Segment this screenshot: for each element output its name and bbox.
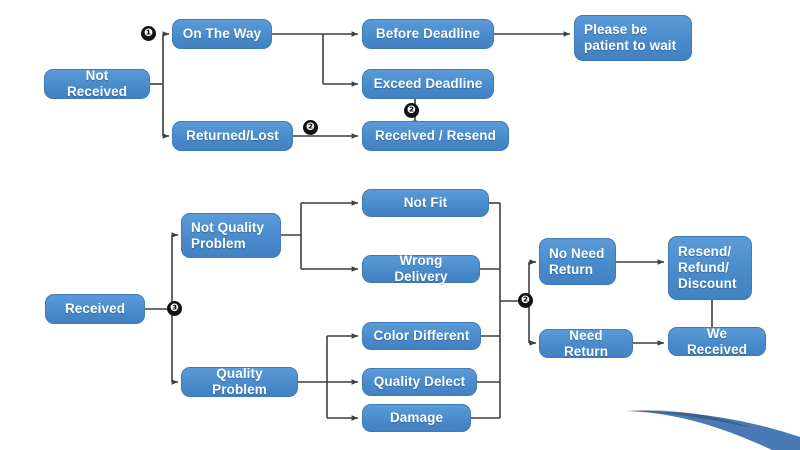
node-label: Recelved / Resend	[374, 128, 496, 144]
node-resend-refund-discount[interactable]: Resend/ Refund/ Discount	[668, 236, 752, 300]
node-label: Need Return	[563, 327, 609, 359]
node-we-received[interactable]: We Received	[668, 325, 766, 357]
node-wrong-delivery[interactable]: Wrong Delivery	[362, 253, 480, 284]
node-need-return[interactable]: Need Return	[539, 327, 633, 359]
node-label: Color Different	[373, 328, 470, 344]
step-marker-label: ❶	[144, 27, 153, 39]
node-label: Wrong Delivery	[394, 253, 448, 284]
node-not-quality-problem[interactable]: Not Quality Problem	[181, 213, 281, 258]
step-marker-label: ❷	[407, 104, 416, 116]
node-label: Not Fit	[403, 195, 448, 211]
node-label: Quality Problem	[212, 366, 267, 397]
step-marker-3: ❸	[167, 301, 182, 316]
node-received[interactable]: Received	[45, 294, 145, 324]
node-received-resend[interactable]: Recelved / Resend	[362, 121, 509, 151]
node-on-the-way[interactable]: On The Way	[172, 19, 272, 49]
node-label: Returned/Lost	[186, 128, 279, 144]
step-marker-1: ❶	[141, 26, 156, 41]
node-label: Resend/ Refund/ Discount	[678, 244, 737, 291]
node-label: Exceed Deadline	[373, 76, 483, 92]
node-label: Received	[64, 301, 126, 317]
node-label: On The Way	[182, 26, 262, 42]
node-before-deadline[interactable]: Before Deadline	[362, 19, 494, 49]
step-marker-label: ❷	[521, 294, 530, 306]
node-label: Not Received	[66, 68, 128, 99]
step-marker-2-exceed-deadline: ❷	[404, 103, 419, 118]
node-label: Please be patient to wait	[584, 22, 677, 53]
node-label: We Received	[686, 325, 748, 357]
node-label: Before Deadline	[375, 26, 481, 42]
node-label: Damage	[389, 410, 444, 426]
node-label: Not Quality Problem	[191, 219, 265, 251]
node-quality-defect[interactable]: Quality Delect	[362, 368, 477, 396]
node-not-fit[interactable]: Not Fit	[362, 189, 489, 217]
node-color-different[interactable]: Color Different	[362, 322, 481, 350]
step-marker-2-returned-lost: ❷	[303, 120, 318, 135]
node-no-need-return[interactable]: No Need Return	[539, 238, 616, 285]
node-damage[interactable]: Damage	[362, 404, 471, 432]
node-please-be-patient[interactable]: Please be patient to wait	[574, 15, 692, 61]
node-quality-problem[interactable]: Quality Problem	[181, 366, 298, 397]
step-marker-2-return-split: ❷	[518, 293, 533, 308]
node-not-received[interactable]: Not Received	[44, 68, 150, 99]
step-marker-label: ❷	[306, 121, 315, 133]
node-label: No Need Return	[549, 245, 605, 277]
step-marker-label: ❸	[170, 302, 179, 314]
node-returned-lost[interactable]: Returned/Lost	[172, 121, 293, 151]
node-label: Quality Delect	[373, 374, 466, 390]
node-exceed-deadline[interactable]: Exceed Deadline	[362, 69, 494, 99]
